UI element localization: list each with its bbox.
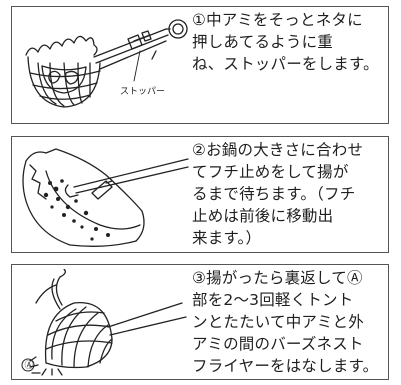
stopper-label: ストッパー <box>120 86 165 97</box>
step-2-text: ②お鍋の大きさに合わせ てフチ止めをして揚が るまで待ちます。（フチ 止めは前後… <box>192 139 382 249</box>
step-3-panel: Ⓐ ③揚がったら裏返してⒶ 部を2～3回軽くトント ンとたたいて中アミと外 アミ… <box>11 264 389 380</box>
step-3-text: ③揚がったら裏返してⒶ 部を2～3回軽くトント ンとたたいて中アミと外 アミの間… <box>192 267 382 377</box>
step-1-panel: ストッパー ①中アミをそっとネタに 押しあてるように重 ね、ストッパーをします。 <box>11 6 389 124</box>
step-2-instruction: お鍋の大きさに合わせ てフチ止めをして揚が るまで待ちます。（フチ 止めは前後に… <box>192 141 364 247</box>
step-2-number: ② <box>192 141 207 159</box>
step-3-number: ③ <box>192 269 207 287</box>
fryer-basket-stopper-icon: ストッパー <box>16 11 194 119</box>
pot-rim-clip-icon <box>16 141 194 249</box>
step-1-number: ① <box>192 11 207 29</box>
marker-a-label: Ⓐ <box>25 360 34 371</box>
tap-basket-icon: Ⓐ <box>16 269 194 377</box>
step-2-panel: ②お鍋の大きさに合わせ てフチ止めをして揚が るまで待ちます。（フチ 止めは前後… <box>11 136 389 253</box>
step-3-instruction: 揚がったら裏返してⒶ 部を2～3回軽くトント ンとたたいて中アミと外 アミの間の… <box>192 269 379 375</box>
step-1-instruction: 中アミをそっとネタに 押しあてるように重 ね、ストッパーをします。 <box>192 11 379 73</box>
step-1-text: ①中アミをそっとネタに 押しあてるように重 ね、ストッパーをします。 <box>192 9 382 75</box>
